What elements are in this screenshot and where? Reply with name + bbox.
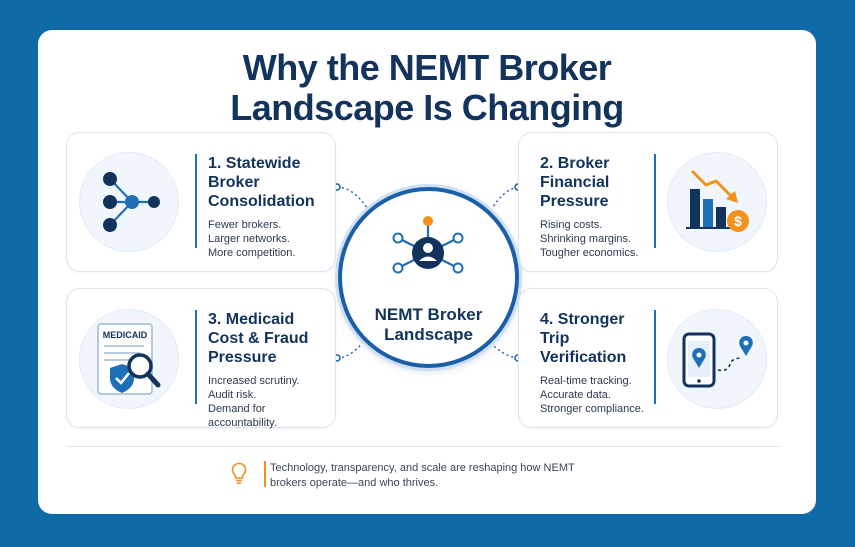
footer-accent-bar [264,461,266,487]
network-nodes-icon [79,152,179,252]
card-statewide-broker-consolidation: 1. Statewide Broker Consolidation Fewer … [66,132,336,272]
card-description: Real-time tracking. Accurate data. Stron… [540,375,644,415]
svg-text:$: $ [734,213,742,229]
card-title: 1. Statewide Broker Consolidation [208,155,315,210]
lightbulb-icon [231,462,247,484]
card-title: 4. Stronger Trip Verification [540,311,627,366]
page-title: Why the NEMT Broker Landscape Is Changin… [38,48,816,128]
card-description: Fewer brokers. Larger networks. More com… [208,219,296,259]
card-divider [654,154,656,248]
title-line-1: Why the NEMT Broker [242,47,612,88]
infographic-card: Why the NEMT Broker Landscape Is Changin… [38,30,816,514]
center-hub: NEMT Broker Landscape [338,187,519,368]
hub-network-icon [392,216,464,274]
medicaid-document-icon: MEDICAID [79,309,179,409]
card-broker-financial-pressure: 2. Broker Financial Pressure Rising cost… [518,132,778,272]
footer-divider [67,446,779,447]
title-line-2: Landscape Is Changing [230,87,624,128]
declining-chart-icon: $ [667,152,767,252]
card-title: 3. Medicaid Cost & Fraud Pressure [208,311,309,366]
phone-location-icon [667,309,767,409]
card-description: Increased scrutiny. Audit risk. Demand f… [208,375,300,429]
center-label: NEMT Broker Landscape [374,305,483,344]
footer-text: Technology, transparency, and scale are … [270,462,575,489]
card-medicaid-cost-fraud-pressure: MEDICAID 3. Medicaid Cost & Fraud Pressu… [66,288,336,429]
card-divider [195,154,197,248]
card-title: 2. Broker Financial Pressure [540,155,610,210]
card-description: Rising costs. Shrinking margins. Tougher… [540,219,639,259]
card-stronger-trip-verification: 4. Stronger Trip Verification Real-time … [518,288,778,428]
svg-text:MEDICAID: MEDICAID [103,330,148,340]
card-divider [195,310,197,404]
card-divider [654,310,656,404]
